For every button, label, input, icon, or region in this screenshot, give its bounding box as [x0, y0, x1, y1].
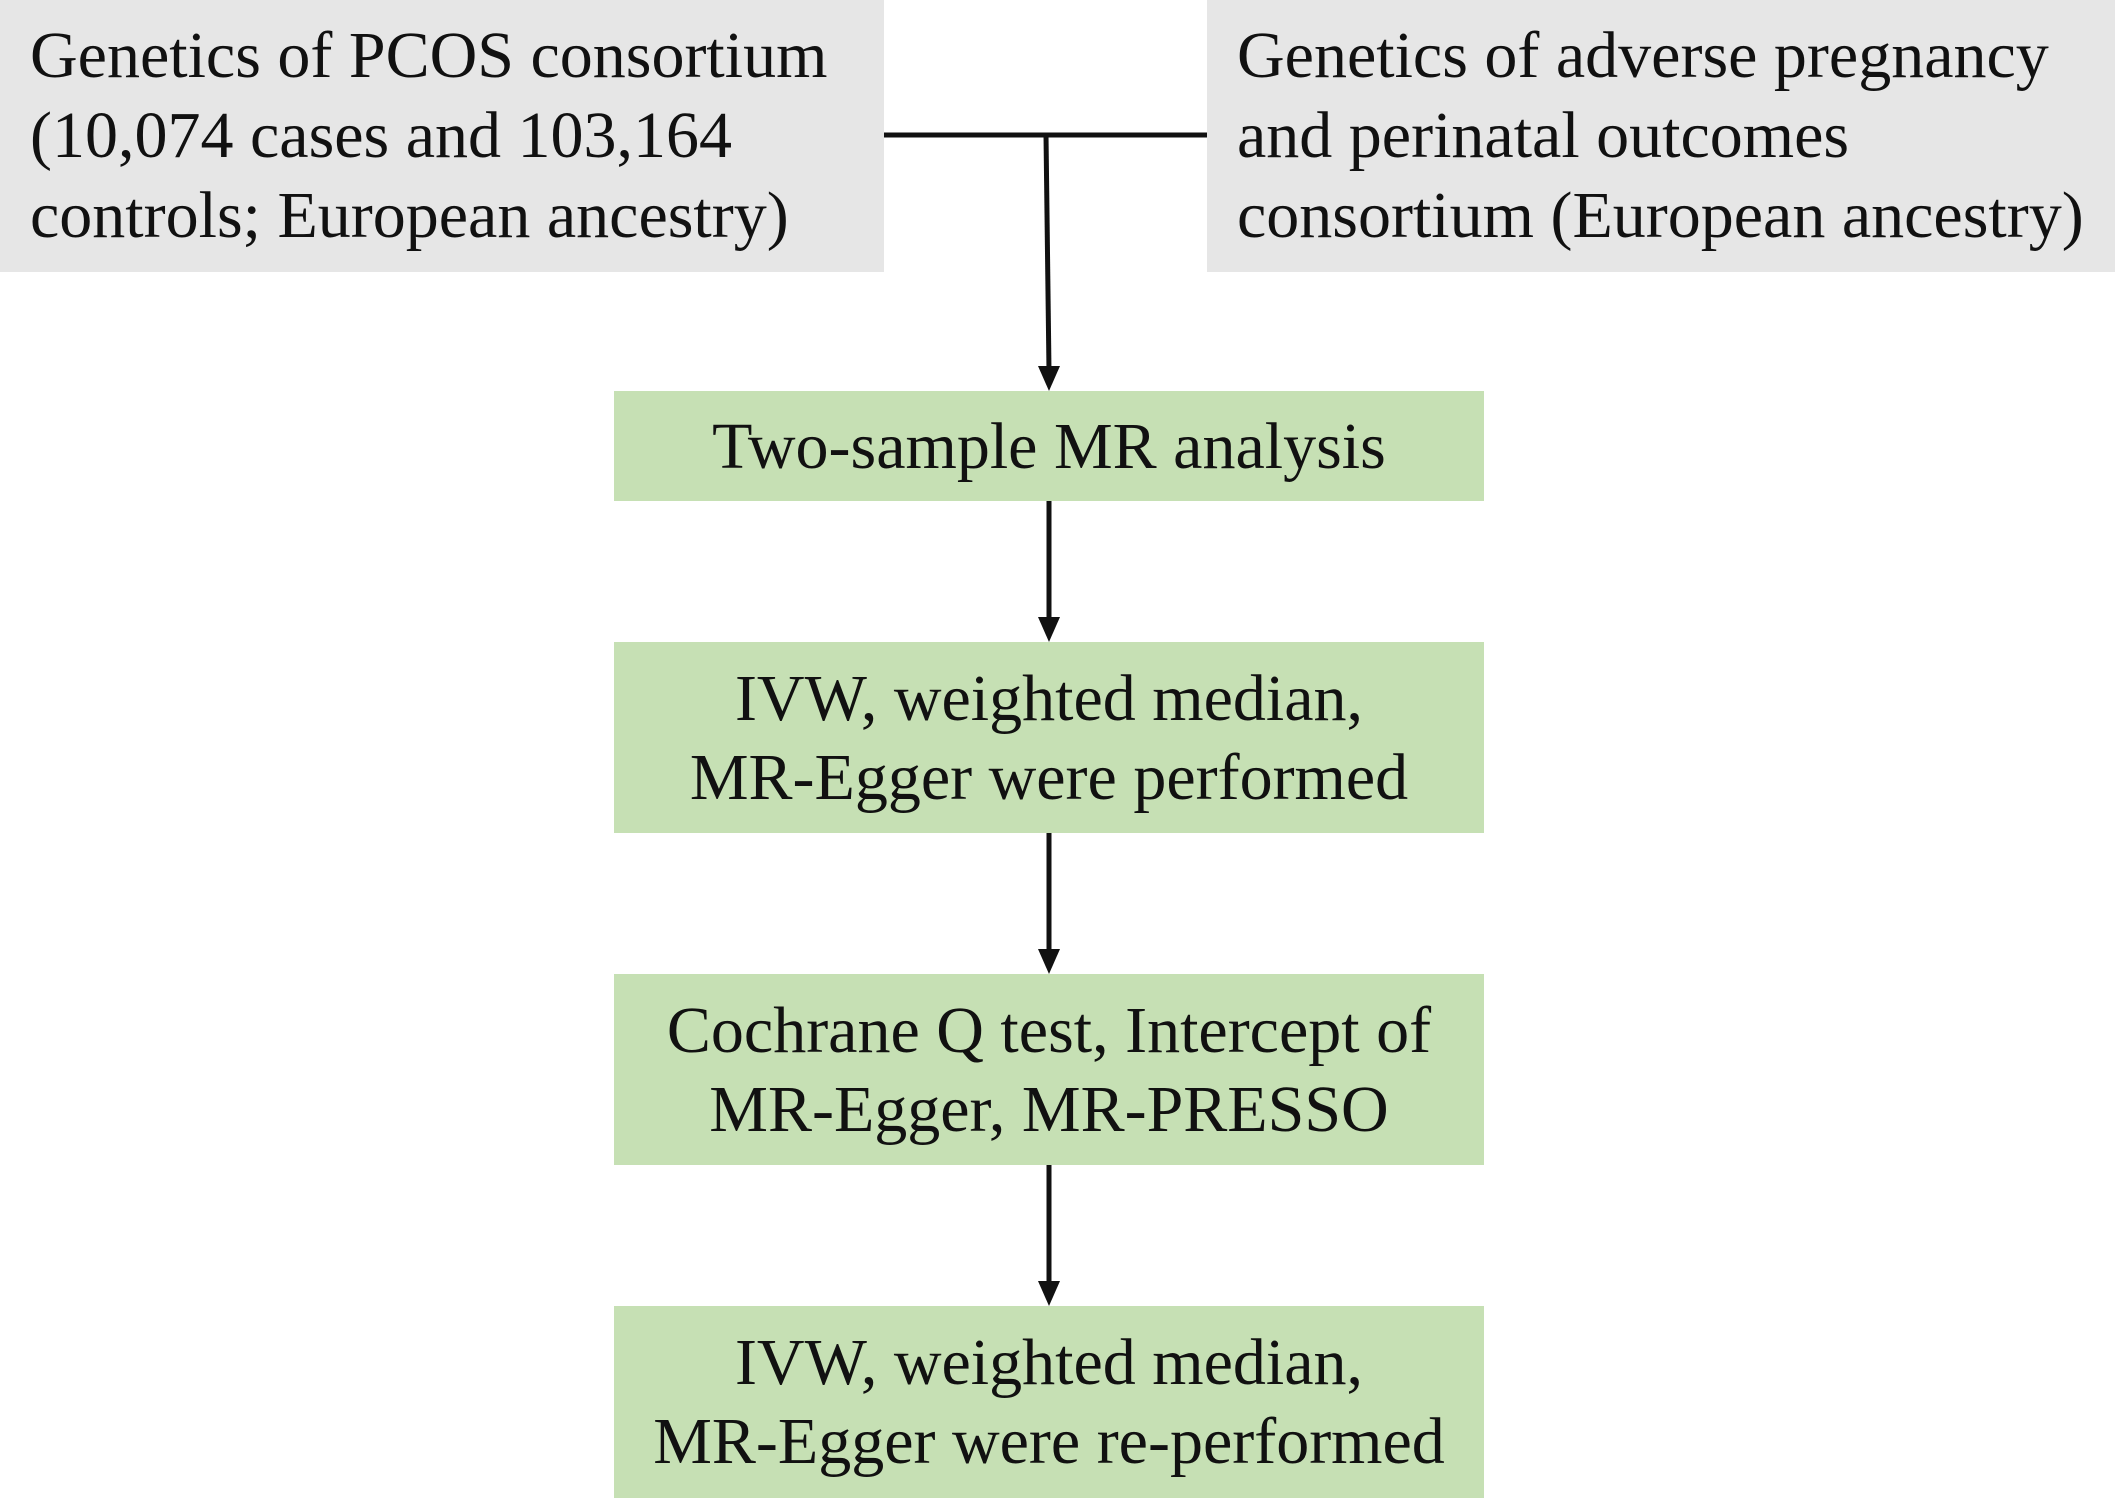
step-two-sample-mr-box: Two-sample MR analysis — [614, 391, 1484, 501]
step-2-line-1: IVW, weighted median, — [734, 661, 1364, 735]
step-3-line-2: MR-Egger, MR-PRESSO — [709, 1072, 1389, 1146]
outcomes-line-2: and perinatal outcomes — [1237, 99, 1850, 172]
arrowhead-step-3 — [1038, 949, 1060, 974]
step-methods-reperformed-box: IVW, weighted median, MR-Egger were re-p… — [614, 1306, 1484, 1498]
outcomes-line-1: Genetics of adverse pregnancy — [1237, 19, 2049, 92]
arrow-to-step-1 — [1043, 134, 1052, 372]
step-methods-performed-box: IVW, weighted median, MR-Egger were perf… — [614, 642, 1484, 833]
pcos-line-1: Genetics of PCOS consortium — [30, 19, 828, 92]
arrowhead-step-4 — [1038, 1281, 1060, 1306]
arrowhead-step-1 — [1038, 366, 1060, 391]
pcos-consortium-box: Genetics of PCOS consortium (10,074 case… — [0, 0, 884, 272]
step-1-line-1: Two-sample MR analysis — [712, 409, 1386, 483]
step-2-line-2: MR-Egger were performed — [689, 740, 1409, 814]
step-3-line-1: Cochrane Q test, Intercept of — [666, 993, 1432, 1067]
step-sensitivity-tests-box: Cochrane Q test, Intercept of MR-Egger, … — [614, 974, 1484, 1165]
pcos-line-2: (10,074 cases and 103,164 — [30, 99, 733, 172]
outcomes-line-3: consortium (European ancestry) — [1237, 179, 2084, 252]
pcos-line-3: controls; European ancestry) — [30, 179, 789, 252]
step-4-line-1: IVW, weighted median, — [734, 1326, 1364, 1399]
pregnancy-outcomes-consortium-box: Genetics of adverse pregnancy and perina… — [1207, 0, 2115, 272]
arrowhead-step-2 — [1038, 617, 1060, 642]
step-4-line-2: MR-Egger were re-performed — [653, 1405, 1445, 1478]
